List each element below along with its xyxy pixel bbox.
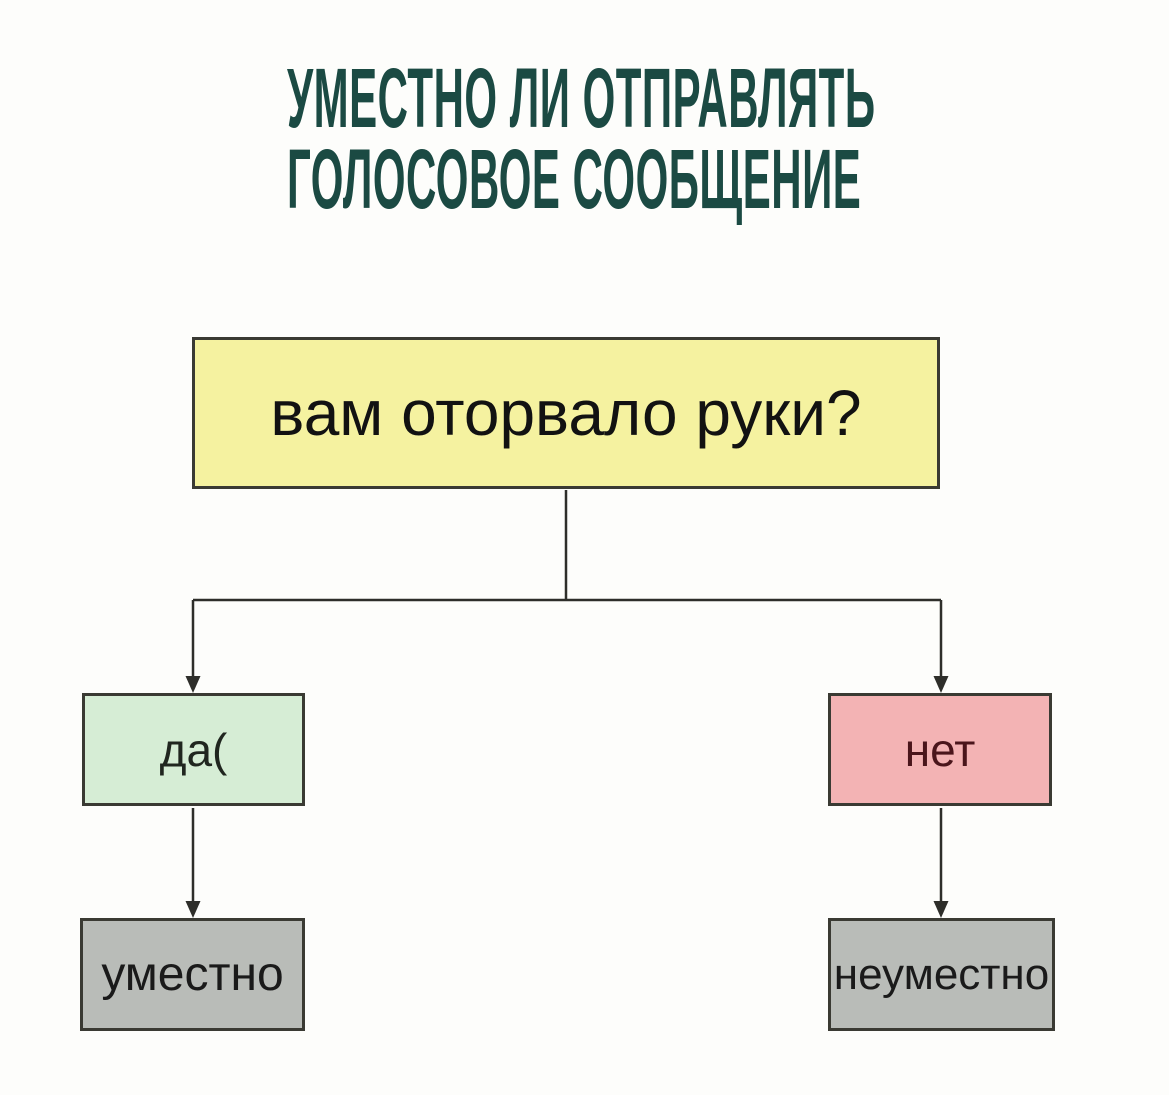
page-title-line-1: УМЕСТНО ЛИ ОТПРАВЛЯТЬ <box>287 51 876 145</box>
arrowhead-to-inappropriate <box>933 901 949 918</box>
page-title-line-2: ГОЛОСОВОЕ СООБЩЕНИЕ <box>287 132 862 226</box>
branch-no-box: нет <box>828 693 1052 806</box>
decision-root-label: вам оторвало руки? <box>270 377 862 449</box>
branch-yes-box: да( <box>82 693 305 806</box>
arrowhead-to-appropriate <box>185 901 201 918</box>
result-appropriate-box: уместно <box>80 918 305 1031</box>
page-title: УМЕСТНО ЛИ ОТПРАВЛЯТЬ ГОЛОСОВОЕ СООБЩЕНИ… <box>287 51 876 226</box>
arrowhead-to-yes <box>185 676 201 693</box>
arrowhead-to-no <box>933 676 949 693</box>
decision-root-box: вам оторвало руки? <box>192 337 940 489</box>
branch-yes-label: да( <box>159 723 228 776</box>
result-inappropriate-label: неуместно <box>833 949 1050 999</box>
result-appropriate-label: уместно <box>101 948 284 1001</box>
branch-no-label: нет <box>904 723 976 776</box>
result-inappropriate-box: неуместно <box>828 918 1055 1031</box>
